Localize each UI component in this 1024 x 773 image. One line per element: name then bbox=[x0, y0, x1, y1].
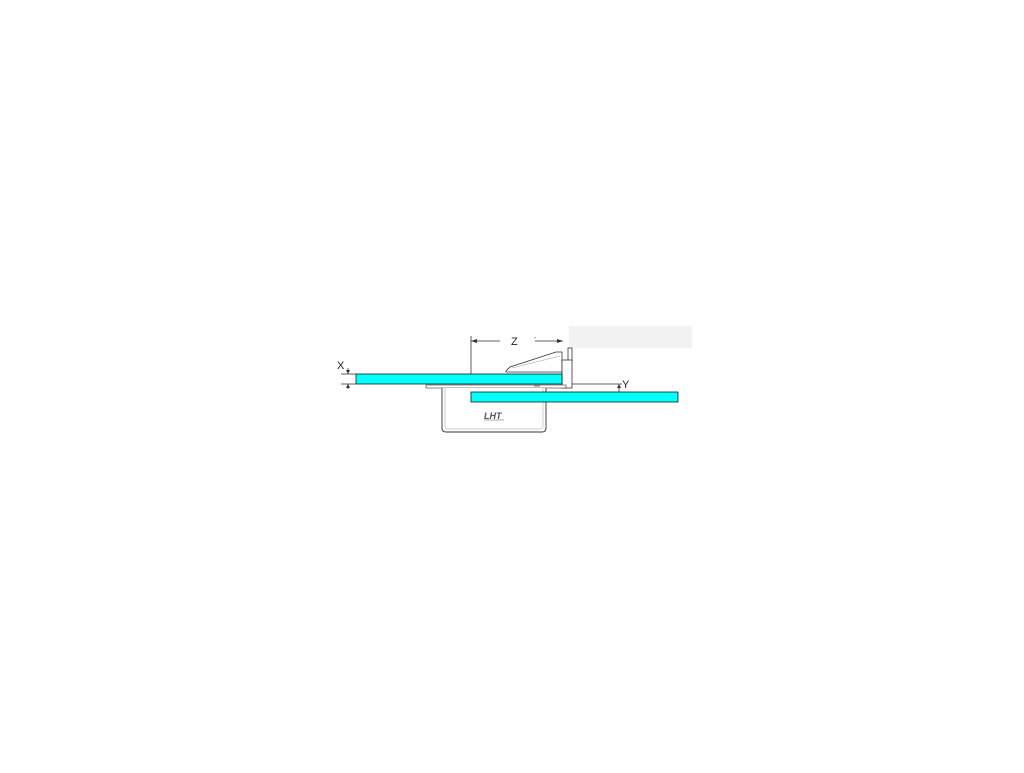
y-label: Y bbox=[622, 379, 630, 391]
hinge-arm bbox=[505, 347, 573, 389]
upper-plate bbox=[355, 373, 563, 385]
brand-logo: LHT bbox=[484, 411, 503, 421]
z-dimension: Z bbox=[470, 336, 563, 377]
y-dimension: Y bbox=[572, 379, 630, 392]
connector-strip bbox=[425, 384, 567, 389]
lower-plate bbox=[470, 391, 679, 403]
label-box bbox=[569, 326, 692, 348]
x-label: X bbox=[337, 360, 345, 372]
x-dimension: X bbox=[337, 360, 356, 389]
z-label: Z bbox=[511, 336, 518, 348]
